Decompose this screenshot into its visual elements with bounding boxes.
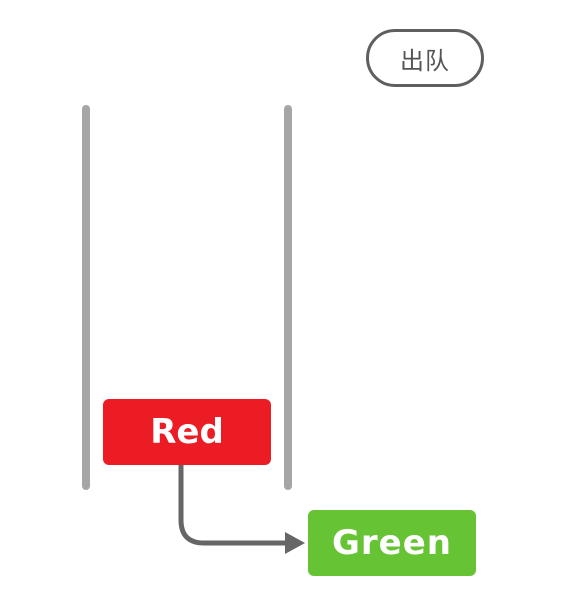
- dequeue-arrowhead: [285, 532, 305, 554]
- dequeue-arrow-path: [178, 462, 291, 546]
- queue-left-wall: [82, 105, 90, 490]
- queue-item-red-label: Red: [150, 412, 224, 452]
- queue-item-red: Red: [103, 399, 271, 465]
- dequeue-button[interactable]: 出队: [366, 29, 484, 87]
- dequeued-item-green: Green: [308, 510, 476, 576]
- queue-right-wall: [284, 105, 292, 490]
- dequeued-item-green-label: Green: [332, 523, 452, 563]
- dequeue-button-label: 出队: [400, 46, 450, 75]
